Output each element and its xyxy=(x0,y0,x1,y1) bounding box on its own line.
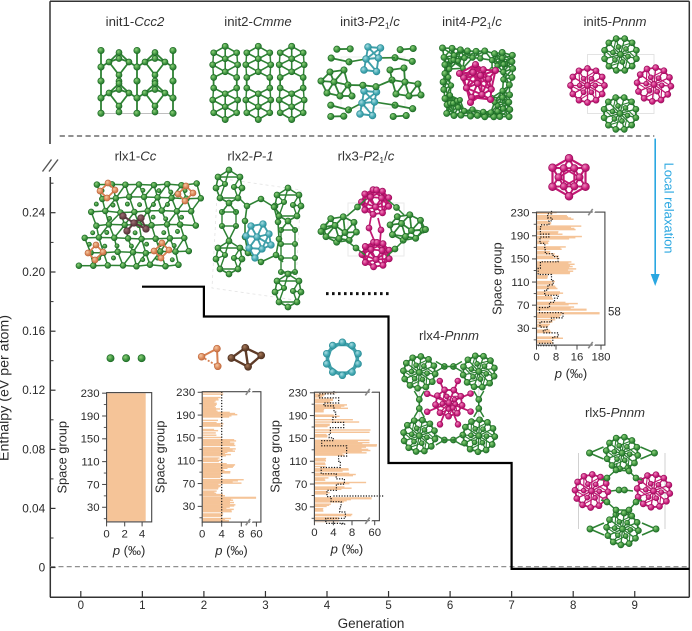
svg-text:180: 180 xyxy=(591,352,610,364)
svg-text:rlx3-P21/c: rlx3-P21/c xyxy=(338,149,395,166)
svg-text:0.12: 0.12 xyxy=(22,383,45,397)
svg-text:rlx4-Pnnm: rlx4-Pnnm xyxy=(419,328,479,343)
svg-text:150: 150 xyxy=(81,434,100,446)
svg-text:2: 2 xyxy=(122,528,128,540)
svg-text:0: 0 xyxy=(311,527,317,539)
svg-text:4: 4 xyxy=(330,527,336,539)
svg-text:110: 110 xyxy=(289,456,307,468)
svg-text:190: 190 xyxy=(81,411,100,423)
svg-text:0: 0 xyxy=(533,352,539,364)
svg-text:0.24: 0.24 xyxy=(22,206,45,220)
svg-text:30: 30 xyxy=(87,502,100,514)
svg-text:8: 8 xyxy=(238,529,244,541)
svg-text:9: 9 xyxy=(631,600,637,612)
svg-text:init5-Pnnm: init5-Pnnm xyxy=(583,14,646,29)
svg-text:Space group: Space group xyxy=(55,421,70,494)
svg-text:0.16: 0.16 xyxy=(22,324,45,338)
svg-text:5: 5 xyxy=(385,600,391,612)
svg-text:init1-Ccc2: init1-Ccc2 xyxy=(106,14,165,29)
svg-text:150: 150 xyxy=(288,433,307,445)
svg-text:30: 30 xyxy=(183,501,196,513)
svg-text:Enthalpy (eV per atom): Enthalpy (eV per atom) xyxy=(0,315,13,461)
svg-text:Space group: Space group xyxy=(153,421,168,494)
svg-text:30: 30 xyxy=(295,502,308,514)
svg-text:0: 0 xyxy=(103,528,109,540)
svg-text:60: 60 xyxy=(368,527,381,539)
svg-text:0.08: 0.08 xyxy=(22,442,45,456)
svg-text:init2-Cmme: init2-Cmme xyxy=(224,14,291,29)
svg-text:0.04: 0.04 xyxy=(22,501,45,515)
svg-text:Space group: Space group xyxy=(268,420,283,493)
svg-text:110: 110 xyxy=(177,456,195,468)
svg-text:init3-P21/c: init3-P21/c xyxy=(340,14,400,31)
svg-text:4: 4 xyxy=(324,600,331,612)
svg-text:58: 58 xyxy=(608,307,621,319)
svg-text:p (‰): p (‰) xyxy=(214,543,248,558)
svg-text:0: 0 xyxy=(78,600,84,612)
svg-text:8: 8 xyxy=(570,600,576,612)
svg-text:230: 230 xyxy=(81,388,100,400)
svg-text:6: 6 xyxy=(447,600,453,612)
svg-text:190: 190 xyxy=(510,231,529,243)
svg-text:0: 0 xyxy=(199,529,205,541)
svg-text:init4-P21/c: init4-P21/c xyxy=(442,14,502,31)
svg-text:1: 1 xyxy=(139,600,145,612)
svg-text:p (‰): p (‰) xyxy=(112,543,146,558)
svg-text:70: 70 xyxy=(183,478,196,490)
svg-text:2: 2 xyxy=(201,600,207,612)
svg-text:p (‰): p (‰) xyxy=(330,542,364,557)
svg-text:150: 150 xyxy=(510,254,529,266)
svg-text:p (‰): p (‰) xyxy=(554,366,588,381)
svg-text:60: 60 xyxy=(250,529,263,541)
svg-text:70: 70 xyxy=(295,479,308,491)
svg-text:190: 190 xyxy=(288,410,307,422)
svg-text:8: 8 xyxy=(349,527,355,539)
svg-text:rlx1-Cc: rlx1-Cc xyxy=(115,149,157,164)
svg-text:0.20: 0.20 xyxy=(22,265,45,279)
svg-text:70: 70 xyxy=(517,300,530,312)
svg-text:rlx2-P-1: rlx2-P-1 xyxy=(227,149,273,164)
svg-text:150: 150 xyxy=(176,433,195,445)
svg-text:Local relaxation: Local relaxation xyxy=(662,162,677,253)
svg-text:230: 230 xyxy=(176,387,195,399)
svg-text:7: 7 xyxy=(508,600,514,612)
svg-text:70: 70 xyxy=(87,479,100,491)
svg-text:190: 190 xyxy=(176,410,195,422)
svg-text:16: 16 xyxy=(571,352,584,364)
svg-text:3: 3 xyxy=(262,600,268,612)
svg-text:230: 230 xyxy=(510,208,529,220)
svg-text:230: 230 xyxy=(288,388,307,400)
svg-text:4: 4 xyxy=(219,529,225,541)
svg-text:Generation: Generation xyxy=(338,616,405,631)
svg-text:4: 4 xyxy=(139,528,145,540)
svg-text:30: 30 xyxy=(517,323,530,335)
svg-text:8: 8 xyxy=(553,352,559,364)
svg-text:rlx5-Pnnm: rlx5-Pnnm xyxy=(585,405,645,420)
svg-text:0: 0 xyxy=(39,561,46,575)
svg-text:110: 110 xyxy=(81,456,99,468)
svg-text:110: 110 xyxy=(511,277,529,289)
svg-text:Space group: Space group xyxy=(490,242,505,315)
